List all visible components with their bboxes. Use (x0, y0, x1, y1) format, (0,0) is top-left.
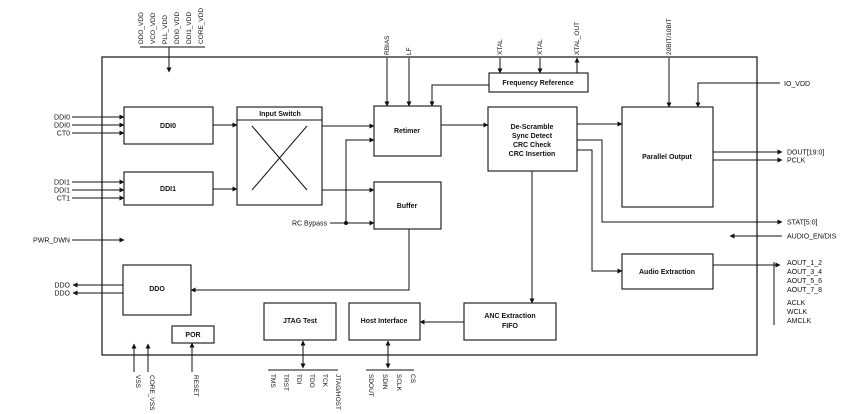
rc-bypass-label: RC Bypass (292, 221, 328, 228)
descramble-line-3: CRC Check (513, 142, 551, 149)
pin-audio-en-dis: AUDIO_EN/DIS (787, 234, 837, 241)
ddi1-block: DDI1 (123, 171, 214, 206)
pin-xtal-b: XTAL (537, 39, 544, 55)
pin-pwr-dwn: PWR_DWN (33, 238, 70, 245)
anc-extraction-block: ANC Extraction FIFO (463, 302, 557, 341)
pin-aclk: ACLK (787, 300, 806, 307)
chip-boundary (101, 56, 758, 356)
pin-cs: CS (409, 374, 416, 384)
descramble-line-4: CRC Insertion (509, 151, 556, 158)
audio-extraction-label: Audio Extraction (639, 269, 695, 276)
pin-reset: RESET (192, 375, 199, 397)
pin-xtal-a: XTAL (497, 39, 504, 55)
left-signals: DDI0 DDI0 CT0 DDI1 DDI1 CT1 PWR_DWN DDO … (33, 114, 125, 298)
pin-aout-5-6: AOUT_5_6 (787, 278, 822, 285)
pin-sdin: SDIN (381, 374, 388, 390)
pin-ddi1-p: DDI1 (54, 180, 70, 187)
jtag-test-label: JTAG Test (283, 318, 318, 325)
pin-ddi1-n: DDI1 (54, 188, 70, 195)
pin-vss: VSS (134, 375, 141, 389)
parallel-output-label: Parallel Output (642, 154, 692, 161)
right-signals: IO_VDD DOUT[19:0] PCLK STAT[5:0] AUDIO_E… (695, 81, 837, 325)
pin-tck: TCK (321, 374, 328, 388)
frequency-reference-label: Frequency Reference (502, 80, 573, 87)
pin-20bit-10bit: 20BIT/10BIT (666, 18, 673, 55)
pin-pclk: PCLK (787, 158, 806, 165)
pin-ddi0-vdd: DDI0_VDD (174, 12, 181, 44)
pin-aout-7-8: AOUT_7_8 (787, 287, 822, 294)
pin-core-vss: CORE_VSS (148, 375, 155, 411)
pin-xtal-out: XTAL_OUT (574, 22, 581, 55)
retimer-label: Retimer (394, 128, 420, 135)
host-interface-block: Host Interface (348, 302, 421, 341)
pin-dout: DOUT[19:0] (787, 150, 824, 157)
anc-extraction-line-1: ANC Extraction (484, 313, 535, 320)
pin-sdout: SDOUT (367, 374, 374, 397)
pin-stat: STAT[5:0] (787, 220, 818, 227)
pin-ddi0-n: DDI0 (54, 123, 70, 130)
buffer-block: Buffer (373, 181, 442, 230)
audio-extraction-block: Audio Extraction (621, 253, 714, 290)
descramble-line-1: De-Scramble (511, 124, 554, 131)
ddi1-label: DDI1 (160, 186, 176, 193)
pin-core-vdd: CORE_VDD (198, 8, 205, 44)
ddo-block: DDO (122, 264, 192, 316)
pin-ct1: CT1 (57, 196, 70, 203)
pin-ddo-p: DDO (54, 283, 70, 290)
pin-jtag-host: JTAG/HOST (334, 374, 341, 410)
input-switch-label: Input Switch (259, 111, 301, 118)
internal-wiring (190, 84, 760, 325)
ddi0-block: DDI0 (123, 106, 214, 145)
pin-aout-3-4: AOUT_3_4 (787, 269, 822, 276)
pin-tdi: TDI (295, 374, 302, 385)
pin-vco-vdd: VCO_VDD (150, 12, 157, 44)
pin-ddo-n: DDO (54, 291, 70, 298)
pin-lf: LF (406, 47, 413, 55)
pin-trst: TRST (282, 374, 289, 391)
pin-rbias: RBIAS (384, 35, 391, 55)
retimer-block: Retimer (373, 105, 442, 157)
input-switch-block: Input Switch (236, 106, 323, 206)
pin-pll-vdd: PLL_VDD (162, 15, 169, 44)
bottom-signals: VSS CORE_VSS RESET TMS TRST TDI TDO TCK … (131, 340, 416, 411)
parallel-output-block: Parallel Output (621, 106, 714, 208)
pin-ddi0-p: DDI0 (54, 115, 70, 122)
descramble-line-2: Sync Detect (512, 133, 553, 140)
descramble-block: De-Scramble Sync Detect CRC Check CRC In… (487, 106, 578, 172)
frequency-reference-block: Frequency Reference (488, 72, 589, 93)
pin-ct0: CT0 (57, 131, 70, 138)
pin-ddi1-vdd: DDI1_VDD (186, 12, 193, 44)
por-label: POR (185, 332, 200, 339)
rc-bypass-junction (344, 221, 348, 225)
pin-ddo-vdd: DDO_VDD (138, 12, 145, 44)
top-signals: DDO_VDD VCO_VDD PLL_VDD DDI0_VDD DDI1_VD… (138, 8, 673, 108)
por-block: POR (171, 325, 215, 344)
pin-io-vdd: IO_VDD (784, 81, 810, 88)
anc-extraction-line-2: FIFO (502, 323, 518, 330)
pin-aout-1-2: AOUT_1_2 (787, 260, 822, 267)
buffer-label: Buffer (397, 203, 418, 210)
pin-amclk: AMCLK (787, 318, 811, 325)
ddi0-label: DDI0 (160, 123, 176, 130)
jtag-test-block: JTAG Test (263, 302, 337, 341)
ddo-label: DDO (149, 286, 165, 293)
pin-tdo: TDO (308, 374, 315, 388)
host-interface-label: Host Interface (361, 318, 408, 325)
pin-wclk: WCLK (787, 309, 808, 316)
switch-cross-b (251, 125, 308, 191)
pin-sclk: SCLK (395, 374, 402, 392)
pin-tms: TMS (269, 374, 276, 388)
